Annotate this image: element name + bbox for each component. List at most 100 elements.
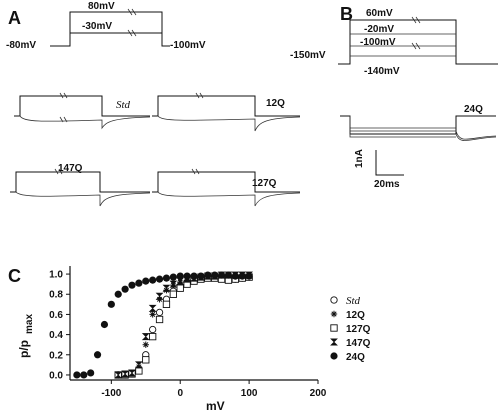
data-point [245,272,253,280]
x-axis-label: mV [206,399,225,413]
data-point [134,361,143,369]
trace-24q: 24Q [340,104,497,141]
series-24q [73,271,253,379]
scale-bar-current-label: 1nA [354,149,365,168]
protocol-a-bottom-label: -30mV [82,21,112,32]
trace-std-label: Std [116,99,131,111]
data-point [142,341,149,348]
data-point [155,292,164,300]
y-axis-label: p/p max [17,314,35,358]
data-point [114,371,123,379]
data-point [149,276,157,284]
legend-marker [330,352,338,360]
svg-text:p/p: p/p [17,340,31,358]
panel-label-c: C [8,266,21,286]
trace-147q-label: 147Q [58,163,83,174]
data-point [155,275,164,283]
data-point [149,325,157,334]
protocol-b-inner-steps [350,33,456,57]
x-tick-label: 100 [241,388,258,399]
data-point [73,371,81,379]
data-point [231,272,239,280]
scale-bar-time-label: 20ms [374,179,400,190]
y-tick-label: 0.6 [49,310,63,321]
data-point [135,279,143,287]
data-point [128,281,136,289]
data-point [224,271,233,279]
data-point [114,290,122,298]
trace-24q-label: 24Q [464,104,483,115]
protocol-a-tail-label: -100mV [170,40,206,51]
legend-label: 12Q [346,310,365,321]
protocol-a-top-label: 80mV [88,1,115,12]
trace-12q: 12Q [152,92,301,132]
chart-marks [73,271,254,379]
data-point [162,300,171,308]
legend-label: Std [346,295,361,307]
y-tick-label: 0.2 [49,350,63,361]
data-point [107,300,115,308]
x-tick-label: 200 [310,388,327,399]
data-point [176,272,184,280]
legend-marker [330,310,338,318]
data-point [93,351,102,359]
data-point [217,271,226,279]
data-point [142,277,150,285]
data-point [100,320,109,329]
data-point [148,304,157,312]
trace-127q: 127Q [152,168,301,207]
data-point [169,290,177,298]
data-point [162,274,171,282]
x-tick-label: 0 [177,388,183,399]
data-point [197,272,205,280]
protocol-b-outer-step [338,19,498,65]
chart-legend: Std 12Q 127Q 147Q 24Q [330,295,371,363]
data-point [190,272,198,280]
data-point [142,356,150,364]
protocol-b-level-label: 60mV [366,8,393,19]
trace-12q-label: 12Q [266,98,285,109]
protocol-b-level-label: -20mV [364,24,394,35]
legend-label: 24Q [346,352,365,363]
data-point [135,367,143,375]
trace-std: Std [14,92,151,130]
data-point [87,369,95,377]
legend-marker [330,296,338,304]
data-point [183,272,191,280]
protocol-a-break-marks [127,8,137,37]
y-tick-label: 1.0 [49,270,63,281]
protocol-a-hold-label: -80mV [6,40,36,51]
data-point [121,370,130,378]
legend-label: 147Q [346,338,371,349]
protocol-b-hold-label: -150mV [290,50,326,61]
protocol-b: -150mV 60mV -20mV -100mV -140mV [290,8,498,77]
protocol-b-level-label: -140mV [364,66,400,77]
data-point [80,371,88,379]
data-point [155,308,164,317]
legend-marker [330,324,338,332]
data-point [149,311,156,318]
protocol-b-level-label: -100mV [360,37,396,48]
data-point [169,280,178,288]
data-point [141,333,150,341]
trace-147q: 147Q [10,163,151,207]
protocol-b-break-marks [411,16,421,50]
data-point [128,369,136,377]
scale-bar: 1nA 20ms [354,149,404,190]
data-point [155,315,164,324]
protocol-a-top-step [50,11,170,47]
legend-label: 127Q [346,324,371,335]
panel-label-a: A [8,8,21,28]
legend-marker [330,338,338,346]
data-point [238,272,246,280]
data-point [149,332,157,341]
y-tick-label: 0.0 [49,370,63,381]
data-point [176,284,184,292]
data-point [121,285,129,293]
data-point [204,271,212,279]
trace-127q-label: 127Q [252,178,277,189]
y-tick-label: 0.8 [49,290,63,301]
